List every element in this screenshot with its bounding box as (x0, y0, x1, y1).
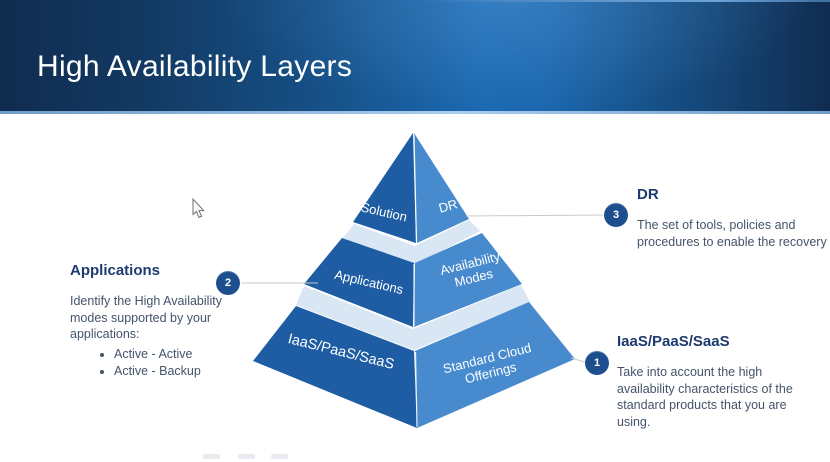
pyramid-layer2-right-face (414, 233, 522, 327)
pyramid-layer1-right-face (414, 133, 469, 243)
callout-applications-title: Applications (70, 262, 161, 279)
callout-badge-1: 1 (585, 351, 609, 375)
callout-applications: Applications Identify the High Availabil… (70, 262, 260, 380)
slide-title: High Availability Layers (37, 50, 353, 83)
callout-applications-bullet-list: Active - Active Active - Backup (70, 346, 260, 381)
callout-iaas-title: IaaS/PaaS/SaaS (617, 333, 730, 350)
pyramid-front-seam-3 (414, 351, 418, 428)
cutoff-text-fragments (203, 454, 288, 459)
bullet-item: Active - Active (114, 346, 260, 363)
pyramid-gap-band-2 (296, 285, 530, 350)
bullet-item: Active - Backup (114, 363, 260, 380)
callout-line-iaas (570, 357, 586, 363)
header-banner: High Availability Layers (0, 0, 830, 114)
callout-dr-title: DR (637, 186, 659, 203)
banner-top-highlight (420, 0, 830, 2)
mouse-cursor-icon (192, 197, 205, 219)
banner-bottom-edge (0, 111, 830, 114)
callout-badge-3: 3 (604, 203, 628, 227)
callout-iaas-body: Take into account the high availability … (617, 365, 793, 429)
callout-dr-body: The set of tools, policies and procedure… (637, 218, 827, 249)
callout-badge-2: 2 (216, 271, 240, 295)
callout-applications-body: Identify the High Availability modes sup… (70, 294, 222, 342)
pyramid-layer3-right-face (415, 302, 575, 428)
pyramid-gap-band-1 (343, 220, 480, 265)
callout-iaas: IaaS/PaaS/SaaS Take into account the hig… (617, 333, 822, 431)
pyramid-layer1-left-face (353, 133, 416, 243)
pyramid-front-seam-1 (413, 134, 418, 243)
callout-line-dr (465, 214, 604, 217)
pyramid-layer3-left-face (253, 306, 417, 428)
pyramid-layer2-left-face (304, 238, 414, 327)
callout-dr: DR The set of tools, policies and proced… (637, 186, 830, 250)
